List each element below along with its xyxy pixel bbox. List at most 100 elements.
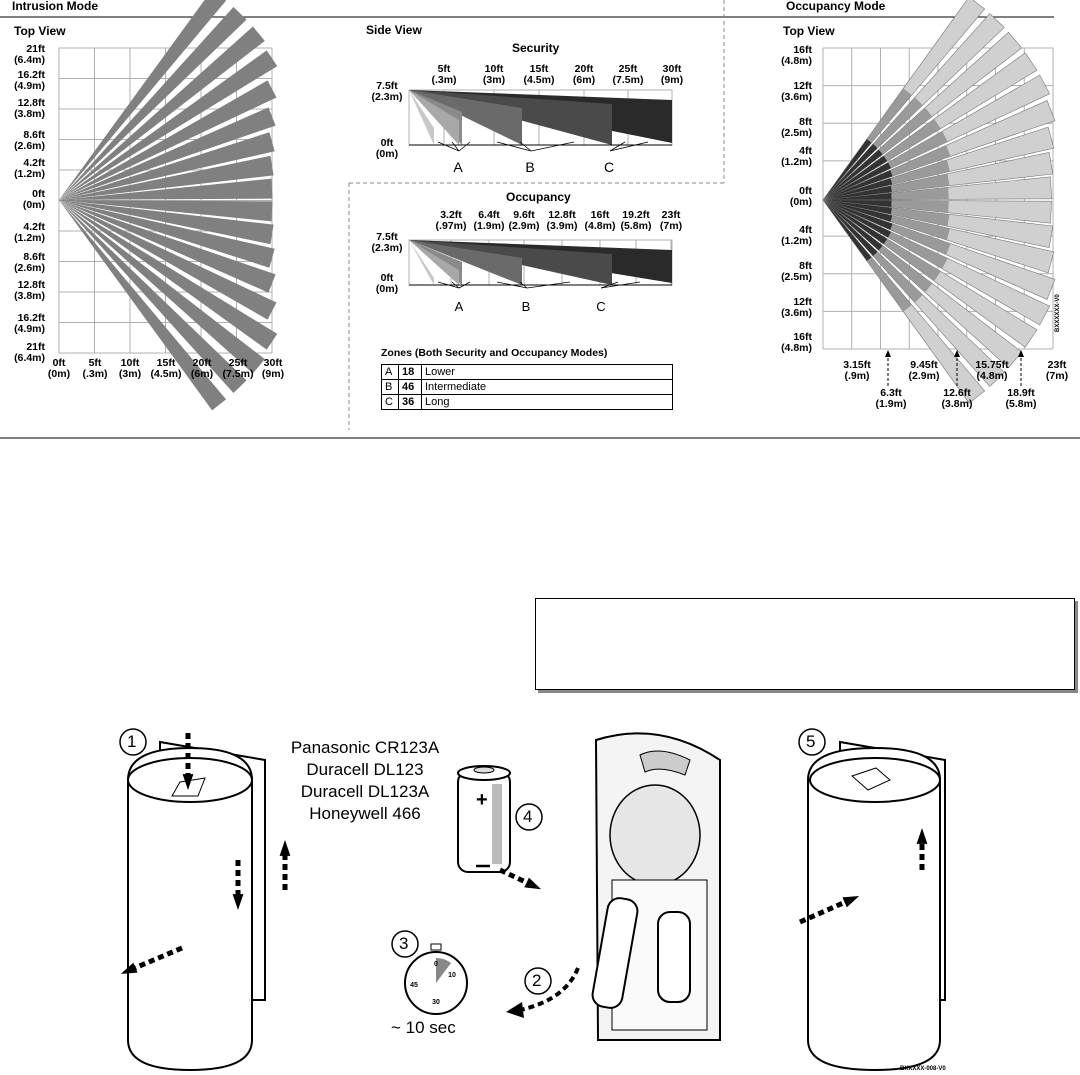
occupancy-beam-core bbox=[823, 170, 893, 200]
detection-beam bbox=[59, 200, 227, 411]
occupancy-beam-core bbox=[823, 162, 891, 200]
y-axis-label: 8.6ft (2.6m) bbox=[14, 129, 45, 152]
detection-beam bbox=[59, 178, 273, 200]
occupancy-beam-core bbox=[823, 185, 892, 200]
x-axis-label: 10ft (3m) bbox=[118, 357, 142, 380]
zones-title: Zones (Both Security and Occupancy Modes… bbox=[381, 347, 608, 359]
occupancy-y-label: 4ft (1.2m) bbox=[781, 224, 812, 247]
pir-lens-dome bbox=[609, 784, 701, 886]
x-axis-label: 15ft (4.5m) bbox=[150, 357, 182, 380]
stopwatch-dial-number: 10 bbox=[448, 972, 456, 979]
battery-plus-sign: + bbox=[476, 789, 488, 811]
stopwatch-button bbox=[430, 943, 442, 951]
zone-pointer bbox=[437, 281, 460, 289]
security-x-label: 15ft (4.5m) bbox=[523, 63, 555, 86]
distance-marker-arrowhead bbox=[1018, 350, 1024, 357]
occupancy-beam-core bbox=[823, 200, 888, 245]
zone-name: Long bbox=[421, 394, 673, 410]
step-number: 4 bbox=[523, 807, 533, 826]
insert-battery-arrow bbox=[498, 867, 534, 888]
device-cover bbox=[127, 746, 253, 1072]
intrusion-top-view bbox=[58, 0, 278, 411]
step-circle bbox=[391, 930, 419, 958]
zone-letter-label: A bbox=[453, 159, 463, 175]
x-axis-label: 20ft (6m) bbox=[190, 357, 214, 380]
step-number: 2 bbox=[532, 971, 542, 990]
detection-beam bbox=[59, 200, 273, 222]
distance-marker-arrowhead bbox=[954, 350, 960, 357]
occupancy-y-label: 4ft (1.2m) bbox=[781, 145, 812, 168]
y-axis-label: 4.2ft (1.2m) bbox=[14, 157, 45, 180]
occupancy-y-label: 12ft (3.6m) bbox=[781, 296, 812, 319]
occupancy-beam-core bbox=[823, 155, 888, 200]
occupancy-beam-core bbox=[823, 200, 891, 238]
zone-row: C 36 Long bbox=[381, 394, 673, 410]
reassembled-cover bbox=[807, 746, 941, 1072]
occupancy-x-label: 19.2ft (5.8m) bbox=[620, 209, 652, 232]
zone-pointer bbox=[496, 141, 532, 152]
press-arrow-head bbox=[182, 774, 194, 790]
occupancy-y-label: 8ft (2.5m) bbox=[781, 116, 812, 139]
device-window bbox=[639, 750, 691, 776]
occupancy-x-label: 16ft (4.8m) bbox=[584, 209, 616, 232]
x-axis-label: 0ft (0m) bbox=[47, 357, 71, 380]
step-circle bbox=[119, 728, 147, 756]
occupancy-y-label: 0ft (0m) bbox=[789, 185, 812, 208]
occupancy-beam-core bbox=[823, 200, 872, 261]
installed-battery-right bbox=[657, 911, 691, 1003]
x-axis-label: 5ft (.3m) bbox=[82, 357, 108, 380]
stopwatch-elapsed bbox=[436, 958, 451, 983]
height-label: 7.5ft (2.3m) bbox=[371, 231, 403, 254]
installed-battery-left bbox=[591, 897, 639, 1009]
zone-pointer bbox=[526, 281, 571, 289]
occupancy-y-label: 16ft (4.8m) bbox=[781, 44, 812, 67]
push-on-arrow-head bbox=[842, 895, 860, 908]
zone-letter-label: B bbox=[525, 159, 535, 175]
zone-letter-label: B bbox=[521, 299, 531, 314]
security-x-label: 10ft (3m) bbox=[482, 63, 506, 86]
zone-letter: B bbox=[381, 379, 399, 395]
detection-beam bbox=[59, 155, 274, 200]
detection-beam bbox=[59, 107, 276, 200]
detection-beam bbox=[59, 200, 276, 293]
battery-brand: Panasonic CR123A bbox=[290, 738, 440, 757]
top-view-title: Top View bbox=[14, 24, 66, 38]
zone-pointer bbox=[600, 281, 641, 289]
stopwatch-dial-number: 30 bbox=[432, 999, 440, 1006]
detection-beam bbox=[59, 200, 275, 268]
occupancy-y-label: 8ft (2.5m) bbox=[781, 260, 812, 283]
step-number: 1 bbox=[127, 732, 137, 751]
side-beam-layer bbox=[409, 90, 459, 145]
occupancy-beam-core bbox=[823, 200, 893, 222]
battery-figure-code: BXXXXX-008-V0 bbox=[900, 1066, 946, 1072]
y-axis-label: 12.8ft (3.8m) bbox=[14, 279, 45, 302]
slide-down-arrow-head bbox=[232, 894, 244, 910]
occupancy-y-label: 12ft (3.6m) bbox=[781, 80, 812, 103]
remove-battery-arrow-head bbox=[506, 1002, 524, 1018]
remove-battery-arrow bbox=[519, 967, 580, 1012]
occupancy-x-label: 23ft (7m) bbox=[1045, 359, 1069, 382]
note-box bbox=[535, 598, 1075, 690]
battery-brand: Honeywell 466 bbox=[309, 804, 421, 823]
occupancy-mode-title: Occupancy Mode bbox=[786, 0, 886, 13]
close-up-arrow-head bbox=[916, 828, 928, 844]
stopwatch-dial-number: 45 bbox=[410, 982, 418, 989]
zone-pointer bbox=[519, 141, 532, 152]
occupancy-beam-core bbox=[823, 200, 883, 251]
side-beam-layer bbox=[409, 240, 434, 285]
battery-body bbox=[457, 771, 511, 873]
push-on-arrow bbox=[798, 897, 852, 925]
side-beam-layer bbox=[409, 240, 459, 285]
occupancy-beam-core bbox=[823, 149, 883, 200]
detection-beam bbox=[59, 200, 274, 245]
occupancy-x-label: 12.6ft (3.8m) bbox=[941, 387, 973, 410]
zone-count: 46 bbox=[398, 379, 422, 395]
occupancy-x-label: 9.45ft (2.9m) bbox=[908, 359, 940, 382]
zone-pointer bbox=[609, 141, 649, 152]
y-axis-label: 21ft (6.4m) bbox=[14, 341, 45, 364]
battery-stripe bbox=[492, 784, 502, 864]
step-circle bbox=[798, 728, 826, 756]
zone-count: 36 bbox=[398, 394, 422, 410]
step-circle bbox=[515, 803, 543, 831]
